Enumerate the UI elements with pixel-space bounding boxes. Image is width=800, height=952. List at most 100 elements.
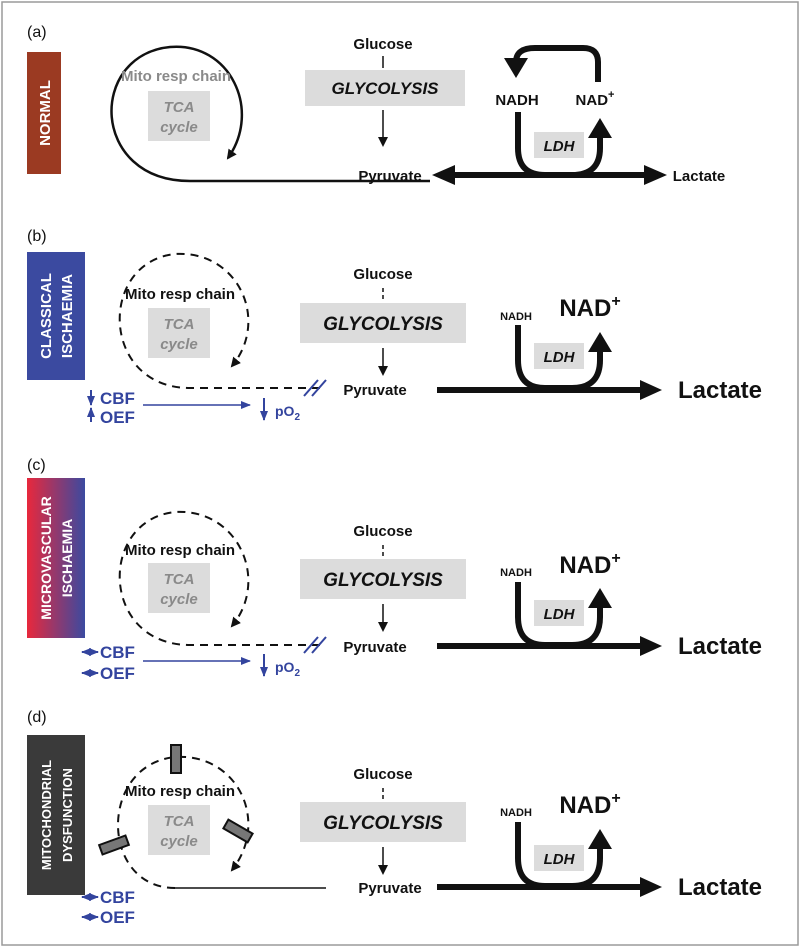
block-slash-2: [311, 636, 327, 654]
mito-resp-chain-label: Mito resp chain: [125, 783, 235, 800]
left-arrowhead: [432, 165, 455, 185]
lactate-label: Lactate: [678, 633, 762, 660]
ldh-label: LDH: [544, 138, 576, 155]
tca-box: [148, 91, 210, 141]
glucose-label: Glucose: [353, 36, 412, 53]
nadh-label: NADH: [500, 567, 532, 579]
cbf-label: CBF: [100, 643, 135, 662]
oef-label: OEF: [100, 908, 135, 927]
tca-label: TCA: [164, 813, 195, 830]
mito-cycle-arrow-dashed: [118, 252, 320, 389]
badge-micro-line1: MICROVASCULAR: [38, 496, 54, 619]
glycolysis-box: [300, 303, 466, 343]
badge-mito-line1: MITOCHONDRIAL: [39, 760, 54, 870]
glucose-label: Glucose: [353, 266, 412, 283]
badge-mitochondrial-dysfunction: [27, 735, 85, 895]
nad-recycle-arc: [513, 45, 601, 82]
cbf-label: CBF: [100, 888, 135, 907]
lactate-label: Lactate: [678, 874, 762, 901]
ldh-box: [534, 132, 584, 158]
block-slash-2: [311, 379, 327, 397]
blocker-right-icon: [222, 818, 254, 844]
nadh-label: NADH: [500, 807, 532, 819]
mito-cycle-arrow-dashed: [117, 755, 250, 889]
tca-label: TCA: [164, 99, 195, 116]
blocker-top-icon: [170, 744, 182, 774]
pyruvate-label: Pyruvate: [343, 382, 406, 399]
cycle-label: cycle: [160, 119, 198, 136]
blocker-left-icon: [97, 834, 131, 856]
tca-label: TCA: [164, 316, 195, 333]
block-slash-1: [303, 379, 319, 397]
glycolysis-box: [305, 70, 465, 106]
lactate-arrowhead: [640, 877, 662, 897]
po2-label: pO2: [275, 659, 300, 679]
panel-c: (c) MICROVASCULAR ISCHAEMIA Mito resp ch…: [27, 457, 762, 683]
glycolysis-label: GLYCOLYSIS: [323, 570, 443, 591]
nad-up-arrowhead: [588, 588, 612, 608]
panel-b: (b) CLASSICAL ISCHAEMIA Mito resp chain …: [27, 228, 762, 427]
ldh-box: [534, 600, 584, 626]
oef-label: OEF: [100, 408, 135, 427]
lactate-label: Lactate: [678, 377, 762, 404]
ldh-label: LDH: [544, 349, 576, 366]
nad-label: NAD+: [559, 293, 620, 322]
glycolysis-box: [300, 802, 466, 842]
glucose-label: Glucose: [353, 523, 412, 540]
glycolysis-label: GLYCOLYSIS: [323, 314, 443, 335]
nad-label: NAD+: [576, 89, 615, 109]
ldh-u-loop: [515, 325, 603, 391]
badge-microvascular-ischaemia: [27, 478, 85, 638]
mito-cycle-arrow: [110, 45, 430, 183]
lactate-arrowhead: [640, 380, 662, 400]
cycle-label: cycle: [160, 336, 198, 353]
panel-d: (d) MITOCHONDRIAL DYSFUNCTION Mito resp …: [27, 709, 762, 927]
badge-classical-line1: CLASSICAL: [38, 273, 55, 359]
panel-tag-c: (c): [27, 457, 46, 474]
cycle-label: cycle: [160, 591, 198, 608]
glucose-label: Glucose: [353, 766, 412, 783]
ldh-u-loop: [515, 582, 603, 648]
pyruvate-label: Pyruvate: [358, 880, 421, 897]
ldh-label: LDH: [544, 606, 576, 623]
block-slash-1: [303, 636, 319, 654]
nad-up-arrowhead: [588, 829, 612, 849]
panel-a: (a) NORMAL Mito resp chain TCA cycle Glu…: [27, 24, 725, 185]
ldh-box: [534, 343, 584, 369]
mito-resp-chain-label: Mito resp chain: [125, 286, 235, 303]
nadh-label: NADH: [500, 311, 532, 323]
ldh-u-loop: [515, 112, 603, 178]
ldh-box: [534, 845, 584, 871]
pyruvate-label: Pyruvate: [358, 168, 421, 185]
cbf-label: CBF: [100, 389, 135, 408]
lactate-arrowhead: [640, 636, 662, 656]
badge-classical-ischaemia: [27, 252, 85, 380]
glycolysis-box: [300, 559, 466, 599]
cycle-label: cycle: [160, 833, 198, 850]
tca-label: TCA: [164, 571, 195, 588]
nad-label: NAD+: [559, 790, 620, 819]
ldh-label: LDH: [544, 851, 576, 868]
nad-up-arrowhead: [588, 332, 612, 352]
badge-micro-line2: ISCHAEMIA: [59, 519, 75, 598]
nad-label: NAD+: [559, 550, 620, 579]
badge-normal-label: NORMAL: [37, 80, 54, 146]
panel-tag-a: (a): [27, 24, 47, 41]
panel-tag-b: (b): [27, 228, 47, 245]
right-arrowhead: [644, 165, 667, 185]
glycolysis-label: GLYCOLYSIS: [323, 813, 443, 834]
mito-cycle-arrow-dashed: [118, 510, 320, 646]
oef-label: OEF: [100, 664, 135, 683]
badge-classical-line2: ISCHAEMIA: [59, 274, 76, 358]
pyruvate-label: Pyruvate: [343, 639, 406, 656]
tca-box: [148, 308, 210, 358]
mito-resp-chain-label: Mito resp chain: [125, 542, 235, 559]
panel-tag-d: (d): [27, 709, 47, 726]
lactate-label: Lactate: [673, 168, 726, 185]
nadh-label: NADH: [495, 92, 538, 109]
glycolysis-label: GLYCOLYSIS: [331, 79, 439, 98]
nadh-down-arrowhead: [504, 58, 528, 78]
